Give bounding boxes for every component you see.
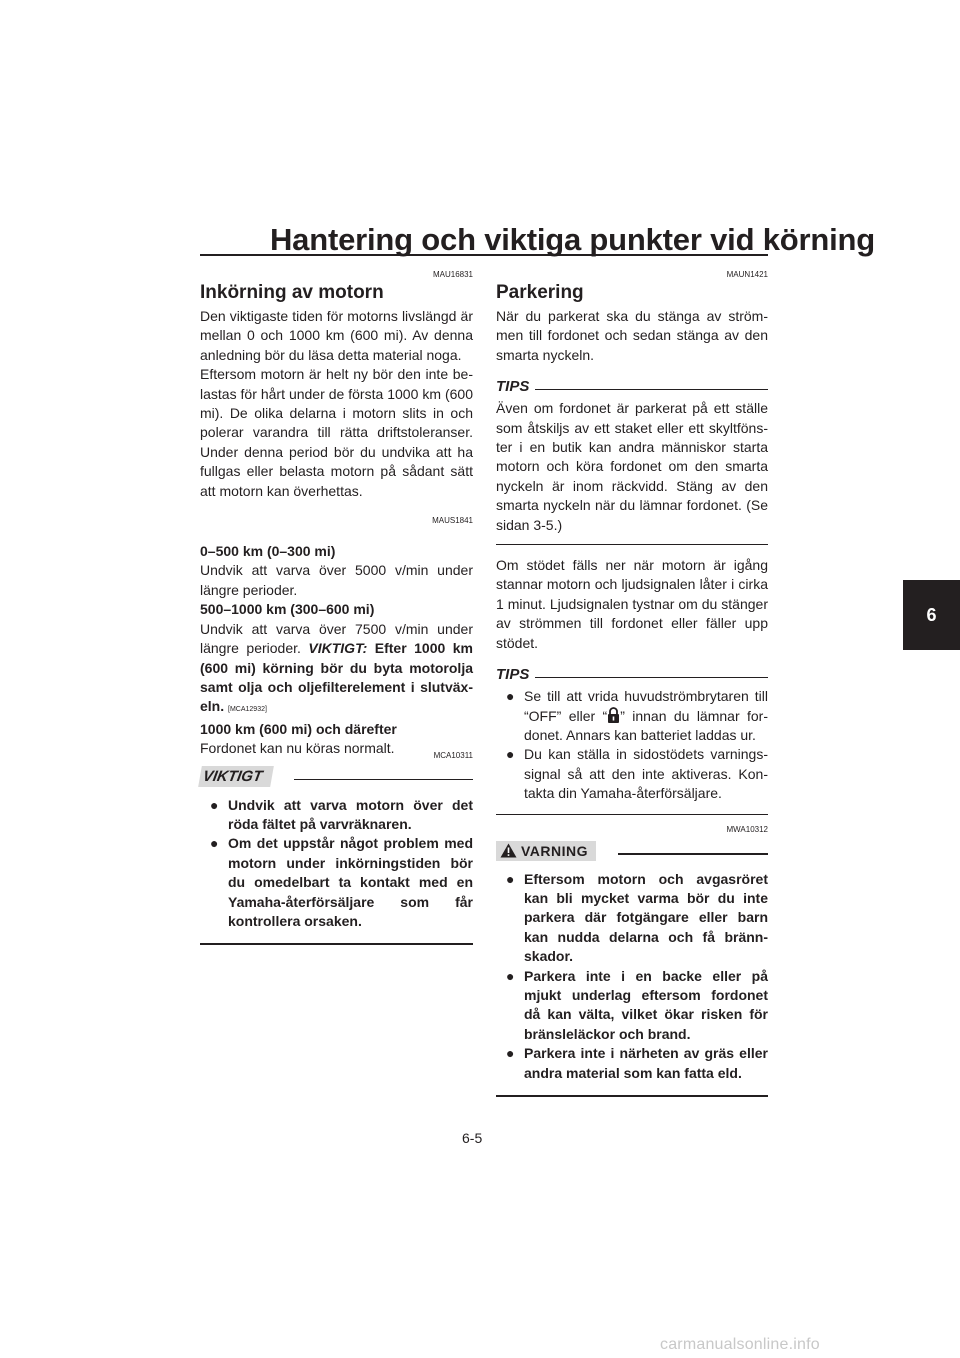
warning-icon (500, 843, 517, 858)
bullet-icon: ● (506, 870, 515, 887)
list-item: ● Parkera inte i närheten av gräs eller a… (496, 1044, 768, 1083)
range-text: Undvik att varva över 7500 v/min under l… (200, 620, 473, 720)
paragraph: Om stödet fälls ner när motorn är igång … (496, 557, 768, 651)
footer-watermark: carmanualsonline.info (660, 1336, 820, 1353)
bullet-icon: ● (506, 688, 515, 705)
tips-label: TIPS (496, 377, 530, 395)
list-item: ● Du kan ställa in sidostödets varnings­s… (496, 745, 768, 803)
bullet-icon: ● (506, 1045, 515, 1062)
tips-header: TIPS (496, 375, 768, 397)
list-item: ● Se till att vrida huvudströmbrytaren ti… (496, 687, 768, 745)
tips-header: TIPS (496, 663, 768, 685)
title-rule (200, 254, 768, 256)
range-text: Undvik att varva över 5000 v/min under l… (200, 562, 473, 598)
section-code: MAUN1421 (726, 270, 768, 279)
tips-end-rule (496, 813, 768, 815)
varning-end-rule (496, 1095, 768, 1097)
list-item-text: Eftersom motorn och avgasröret kan bli m… (524, 870, 768, 965)
viktigt-header: VIKTIGT (198, 766, 473, 788)
viktigt-inline-text: Efter 1000 km (600 mi) körning bör du by… (200, 640, 474, 715)
viktigt-rule (294, 779, 473, 781)
viktigt-inline: VIKTIGT: (308, 640, 368, 657)
chapter-tab: 6 (903, 580, 960, 650)
section-code: MAUS1841 (432, 516, 473, 526)
bullet-icon: ● (210, 835, 219, 852)
range-title: 0–500 km (0–300 mi) (200, 543, 336, 560)
list-item-text: Se till att vrida huvudströmbrytaren til… (524, 688, 768, 724)
varning-header: VARNING (496, 840, 768, 862)
tips-text: Även om fordonet är parkerat på ett stäl… (496, 400, 768, 533)
bullet-icon: ● (506, 746, 515, 763)
range-title: 500–1000 km (300–600 mi) (200, 601, 375, 618)
list-item-text: Parkera inte i närheten av gräs eller an… (524, 1045, 768, 1081)
section-heading: Parkering (496, 282, 584, 303)
list-item-text: Om det uppstår något problem med motorn … (228, 835, 473, 929)
list-item-text: ” innan du lämnar for­donet. Annars kan … (524, 707, 769, 743)
section-heading: Inkörning av motorn (200, 282, 384, 303)
right-column: MAUN1421 Parkering När du parkerat ska d… (496, 270, 768, 1097)
list-item-text: Parkera inte i en backe eller på mjukt u… (524, 967, 768, 1042)
viktigt-label: VIKTIGT (198, 766, 275, 788)
tips-rule (535, 388, 768, 390)
bullet-icon: ● (506, 967, 515, 984)
range-text: Fordonet kan nu köras normalt. (200, 740, 395, 757)
page-title: Hantering och viktiga punkter vid körnin… (270, 222, 875, 257)
viktigt-end-rule (200, 943, 473, 946)
list-item: ● Eftersom motorn och avgasröret kan bli … (496, 870, 768, 967)
tips-end-rule (496, 544, 768, 546)
page-number: 6-5 (462, 1130, 483, 1146)
list-item: ● Om det uppstår något problem med motorn… (200, 834, 473, 931)
section-code: MWA10312 (726, 824, 769, 834)
range-text-a: Undvik att varva över 7500 v/min under l… (200, 620, 473, 657)
paragraph: Eftersom motorn är helt ny bör den inte … (200, 366, 473, 499)
paragraph: Den viktigaste tiden för motorns livslän… (200, 308, 473, 363)
list-item: ● Parkera inte i en backe eller på mjukt … (496, 967, 768, 1045)
varning-tag: VARNING (496, 840, 597, 861)
section-code: MCA10311 (433, 750, 473, 760)
varning-list: ● Eftersom motorn och avgasröret kan bli … (496, 870, 768, 1083)
list-item-text: Du kan ställa in sidostödets varnings­si… (524, 746, 768, 802)
bullet-icon: ● (210, 796, 219, 813)
viktigt-list: ● Undvik att varva motorn över det röda f… (200, 796, 473, 932)
list-item-text: Undvik att varva motorn över det röda fä… (228, 796, 473, 832)
inline-code: [MCA12932] (228, 706, 267, 714)
tips-rule (535, 676, 768, 678)
tips-label: TIPS (496, 665, 530, 683)
list-item: ● Undvik att varva motorn över det röda f… (200, 796, 473, 835)
varning-label: VARNING (521, 842, 589, 859)
lock-icon (608, 706, 620, 723)
paragraph: När du parkerat ska du stänga av ström­m… (496, 308, 768, 363)
tips-list: ● Se till att vrida huvudströmbrytaren ti… (496, 687, 768, 803)
varning-rule (618, 852, 768, 855)
range-title: 1000 km (600 mi) och därefter (200, 720, 397, 737)
left-column: MAU16831 Inkörning av motorn Den viktiga… (198, 270, 473, 946)
section-code: MAU16831 (432, 270, 473, 279)
